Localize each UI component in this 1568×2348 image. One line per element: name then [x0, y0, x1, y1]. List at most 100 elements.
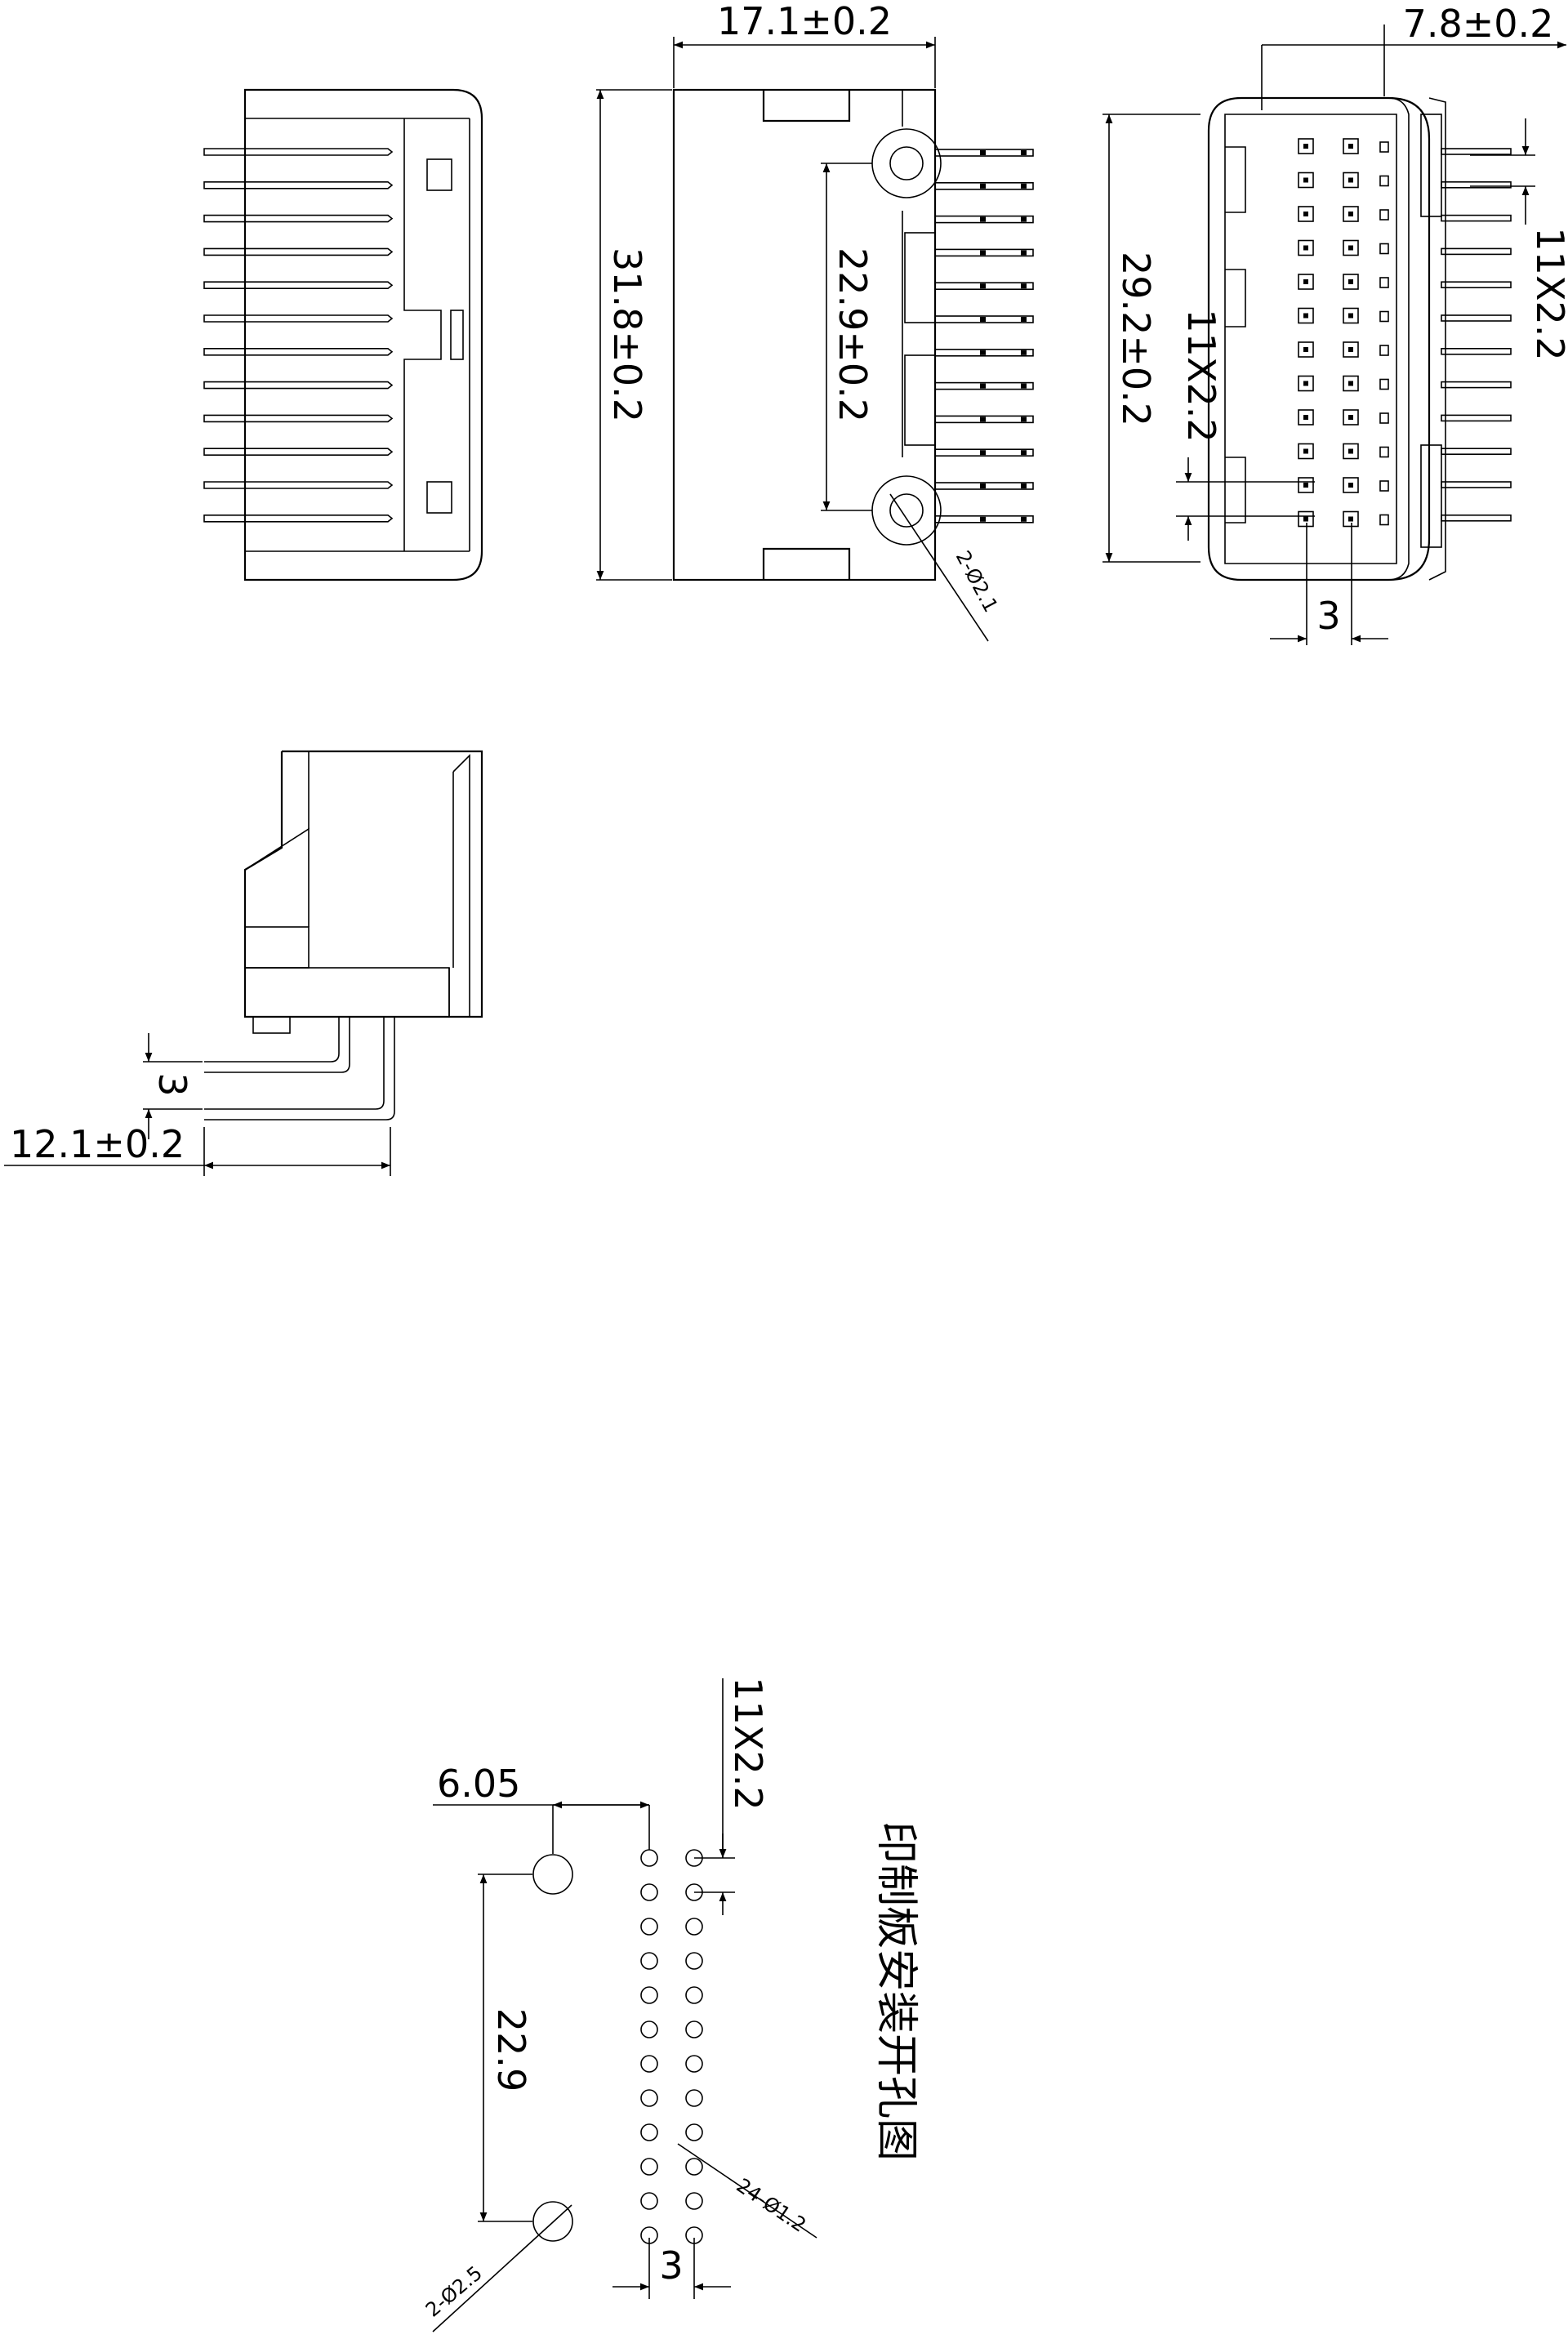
connector-pin — [203, 314, 394, 323]
contact-point — [1348, 212, 1353, 216]
pcb-dim-offset: 6.05 — [437, 1762, 520, 1806]
connector-pin — [934, 515, 1034, 524]
connector-pin — [1441, 481, 1512, 488]
contact-cell — [1298, 239, 1314, 256]
contact-slot — [1379, 514, 1389, 526]
contact-point — [1348, 415, 1353, 420]
dim-pitch-inner: 11X2.2 — [1179, 309, 1223, 442]
front-view — [596, 37, 1034, 642]
pin-hole — [685, 2055, 703, 2073]
contact-point — [1303, 415, 1308, 420]
contact-point — [1348, 177, 1353, 183]
contact-slot — [1379, 277, 1389, 288]
connector-pin — [934, 348, 1034, 357]
pin-hole — [685, 2089, 703, 2107]
contact-cell — [1298, 138, 1314, 154]
contact-slot — [1379, 480, 1389, 492]
connector-pin — [934, 448, 1034, 457]
dim-side-offset: 3 — [150, 1072, 194, 1096]
connector-pin — [1441, 381, 1512, 389]
pin-marker — [980, 483, 986, 488]
pin-marker — [1021, 417, 1027, 422]
connector-pin — [1441, 347, 1512, 355]
contact-point — [1303, 177, 1308, 183]
pin-hole — [640, 1918, 658, 1936]
dim-row-spacing: 3 — [1316, 594, 1340, 638]
pin-marker — [1021, 450, 1027, 456]
pin-marker — [1021, 350, 1027, 355]
pin-hole — [685, 2192, 703, 2210]
pin-hole — [640, 1849, 658, 1867]
connector-pin — [203, 214, 394, 223]
pin-hole — [640, 1952, 658, 1970]
connector-pin — [934, 248, 1034, 257]
connector-pin — [934, 149, 1034, 157]
pin-hole — [685, 2123, 703, 2141]
connector-pin — [203, 247, 394, 256]
contact-slot — [1379, 446, 1389, 458]
pin-hole — [640, 1986, 658, 2004]
pin-hole — [640, 2055, 658, 2073]
pcb-dim-pitch: 11X2.2 — [726, 1677, 770, 1810]
contact-point — [1303, 279, 1308, 284]
contact-point — [1303, 313, 1308, 319]
connector-pin — [934, 415, 1034, 424]
connector-pin — [1441, 314, 1512, 322]
dim-height-31-8: 31.8±0.2 — [605, 247, 649, 422]
contact-cell — [1343, 307, 1359, 324]
pin-hole — [640, 2089, 658, 2107]
pin-marker — [980, 216, 986, 222]
pin-marker — [980, 150, 986, 155]
contact-cell — [1298, 341, 1314, 358]
contact-cell — [1343, 375, 1359, 392]
contact-point — [1348, 516, 1353, 522]
connector-pin — [934, 182, 1034, 190]
connector-pin — [1441, 514, 1512, 522]
pin-marker — [980, 250, 986, 256]
pin-marker — [1021, 250, 1027, 256]
contact-point — [1348, 279, 1353, 284]
connector-pin — [203, 148, 394, 156]
contact-slot — [1379, 310, 1389, 323]
pin-marker — [1021, 183, 1027, 189]
contact-point — [1348, 483, 1353, 488]
pcb-drawing-title: 印制板安装开孔图 — [871, 1821, 920, 2161]
contact-cell — [1343, 510, 1359, 528]
contact-cell — [1343, 477, 1359, 493]
pin-marker — [980, 417, 986, 422]
pcb-dim-row-spacing: 3 — [659, 2243, 683, 2288]
pin-marker — [980, 317, 986, 322]
pin-marker — [1021, 383, 1027, 389]
contact-slot — [1379, 175, 1389, 187]
contact-cell — [1343, 138, 1359, 154]
pin-marker — [1021, 317, 1027, 322]
pin-hole — [685, 1952, 703, 1970]
contact-slot — [1379, 412, 1389, 424]
connector-pin — [203, 448, 394, 456]
connector-pin — [203, 348, 394, 356]
connector-pin — [1441, 281, 1512, 289]
contact-slot — [1379, 378, 1389, 390]
contact-point — [1348, 245, 1353, 251]
contact-slot — [1379, 345, 1389, 356]
contact-cell — [1343, 443, 1359, 460]
pin-hole — [685, 2158, 703, 2176]
connector-pin — [203, 381, 394, 390]
pin-hole — [640, 2123, 658, 2141]
contact-cell — [1343, 172, 1359, 189]
dim-spacing-22-9: 22.9±0.2 — [831, 247, 875, 422]
dim-pitch-right: 11X2.2 — [1528, 227, 1568, 360]
pin-marker — [1021, 483, 1027, 488]
connector-pin — [934, 315, 1034, 323]
contact-point — [1348, 381, 1353, 386]
pin-hole — [640, 2158, 658, 2176]
contact-cell — [1343, 274, 1359, 290]
contact-cell — [1298, 274, 1314, 290]
dim-depth-7-8: 7.8±0.2 — [1403, 2, 1554, 46]
pin-hole — [685, 1986, 703, 2004]
contact-cell — [1298, 375, 1314, 392]
dim-holes-2-2-1: 2-Ø2.1 — [951, 547, 1003, 617]
pcb-dim-pin-holes: 24-Ø1.2 — [733, 2174, 810, 2237]
connector-pin — [203, 181, 394, 189]
